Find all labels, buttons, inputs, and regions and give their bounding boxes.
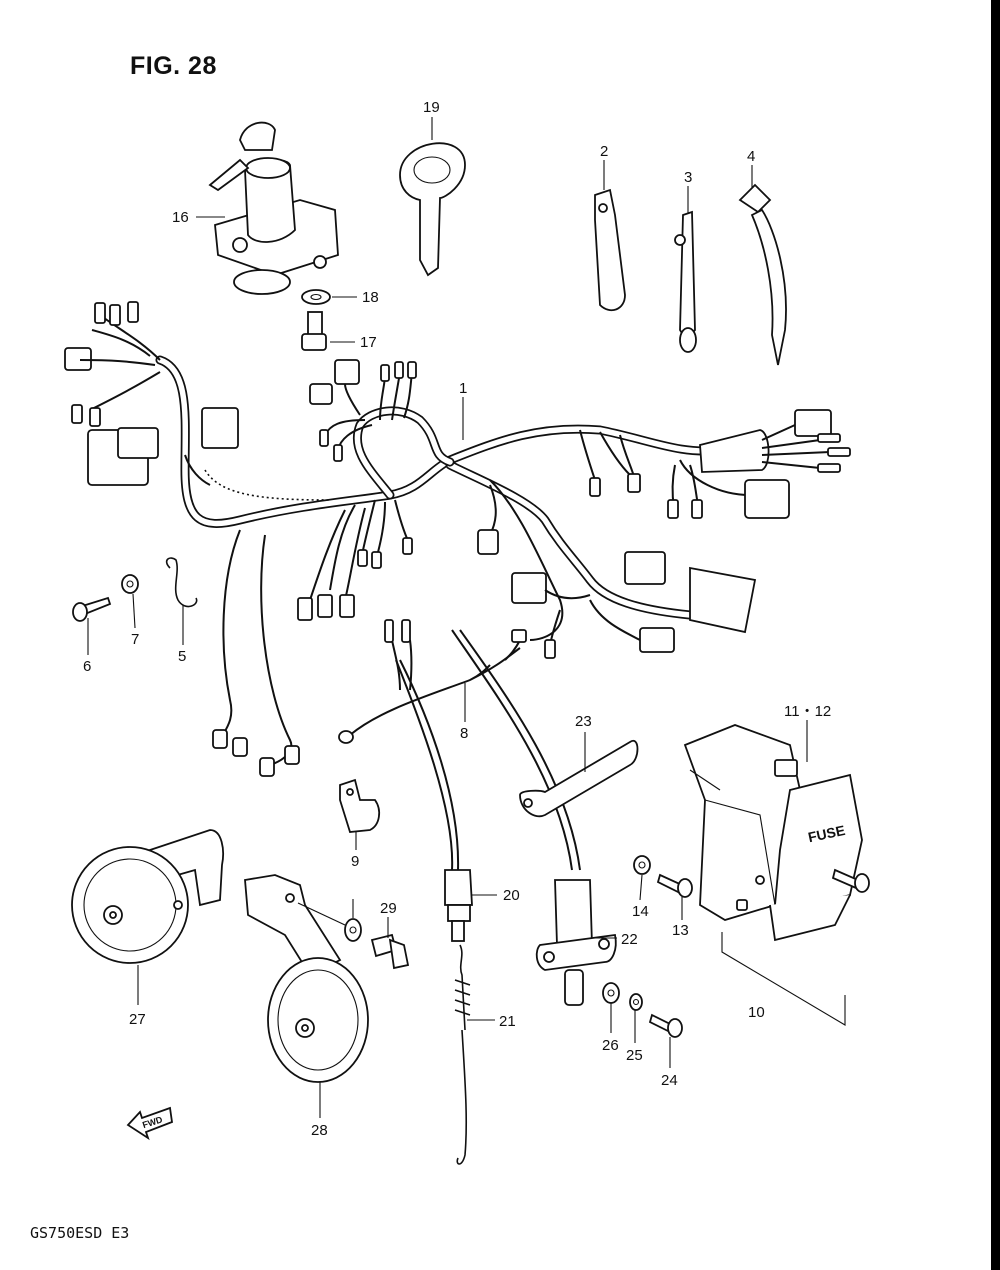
leader-lines <box>87 117 846 1118</box>
callout-22: 23 <box>575 713 592 730</box>
callout-6: 6 <box>83 658 91 675</box>
rear-stop-switch-21[interactable] <box>451 629 617 1006</box>
callout-26: 27 <box>129 1011 146 1028</box>
callout-11-12: 11・12 <box>784 703 831 720</box>
fwd-arrow-icon: FWD <box>126 1106 173 1141</box>
ignition-switch[interactable] <box>208 121 339 295</box>
callout-2: 2 <box>600 143 608 160</box>
cable-tie-4[interactable] <box>738 183 787 366</box>
washer-14[interactable] <box>633 855 651 875</box>
screw-23[interactable] <box>648 1013 683 1038</box>
page-edge-bar <box>991 0 1000 1270</box>
callout-5: 5 <box>178 648 186 665</box>
spring-20[interactable] <box>454 944 471 1165</box>
callout-18: 19 <box>423 99 440 116</box>
washer-25[interactable] <box>602 982 620 1004</box>
screw-6[interactable] <box>72 596 112 622</box>
callout-labels: 19 16 18 17 2 3 4 1 6 7 5 8 9 23 11・12 2… <box>83 99 831 1139</box>
callout-9: 9 <box>351 853 359 870</box>
callout-25: 26 <box>602 1037 619 1054</box>
bolt-16[interactable] <box>301 311 327 351</box>
callout-8: 8 <box>460 725 468 742</box>
callout-10: 10 <box>748 1004 765 1021</box>
callout-15: 16 <box>172 209 189 226</box>
clamp-2[interactable] <box>594 188 626 312</box>
callout-3: 3 <box>684 169 692 186</box>
washer-7[interactable] <box>121 574 139 594</box>
ignition-key[interactable] <box>399 142 466 277</box>
callout-20: 21 <box>499 1013 516 1030</box>
callout-14: 14 <box>632 903 649 920</box>
callout-1: 1 <box>459 380 467 397</box>
callout-13: 13 <box>672 922 689 939</box>
callout-28: 29 <box>380 900 397 917</box>
main-wiring-harness[interactable] <box>64 301 851 777</box>
screw-13[interactable] <box>656 873 693 898</box>
bolt-28[interactable] <box>370 933 410 970</box>
horn-27[interactable] <box>244 874 369 1083</box>
washer-17[interactable] <box>301 289 331 305</box>
front-stop-switch-19[interactable] <box>395 659 473 942</box>
callout-4: 4 <box>747 148 755 165</box>
callout-23: 24 <box>661 1072 678 1089</box>
clamp-9[interactable] <box>339 778 381 833</box>
callout-7: 7 <box>131 631 139 648</box>
fuse-cover-label: FUSE <box>807 822 847 845</box>
callout-21: 22 <box>621 931 638 948</box>
callout-19: 20 <box>503 887 520 904</box>
fuse-box-screw[interactable] <box>831 868 870 893</box>
callout-27: 28 <box>311 1122 328 1139</box>
horn-26[interactable] <box>71 829 224 964</box>
clip-5[interactable] <box>165 557 198 608</box>
figure-title: FIG. 28 <box>130 52 217 80</box>
model-code: GS750ESD E3 <box>30 1224 130 1242</box>
washer-24[interactable] <box>629 993 643 1011</box>
washer-29[interactable] <box>344 918 362 942</box>
callout-17: 18 <box>362 289 379 306</box>
callout-16: 17 <box>360 334 377 351</box>
clamp-3[interactable] <box>674 210 697 353</box>
bracket-22[interactable] <box>519 739 639 818</box>
callout-24: 25 <box>626 1047 643 1064</box>
